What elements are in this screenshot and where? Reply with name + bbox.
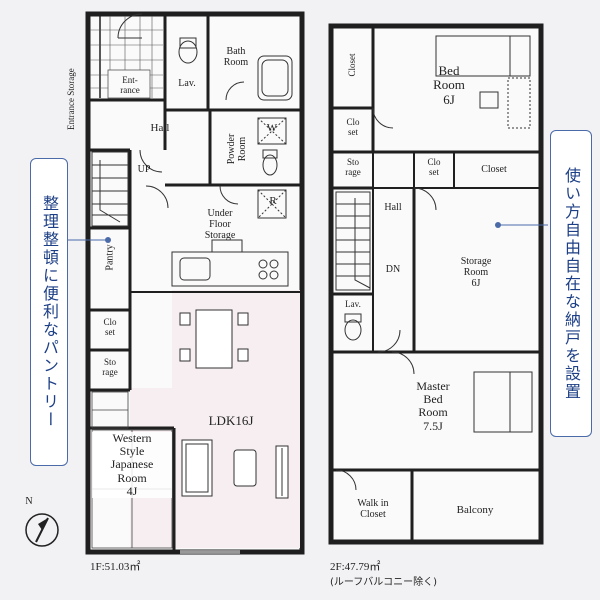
floor2-walls bbox=[328, 23, 544, 545]
refrigerator-mark: R bbox=[269, 195, 277, 207]
up-label: UP bbox=[137, 164, 151, 175]
closet-b-label: Clo set bbox=[427, 157, 441, 177]
pantry-callout: 整理整頓に便利なパントリー bbox=[30, 158, 68, 466]
closet-1f-label: Clo set bbox=[103, 317, 117, 337]
entrance-storage-label: Entrance Storage bbox=[66, 68, 76, 130]
floor2-area-note: (ルーフバルコニー除く) bbox=[330, 577, 438, 588]
pantry-label: Pantry bbox=[104, 244, 116, 271]
lav-label: Lav. bbox=[178, 78, 196, 89]
closet-top-label: Closet bbox=[347, 53, 358, 77]
bath-room-label: Bath Room bbox=[223, 46, 249, 68]
storage-2f-label: Sto rage bbox=[345, 157, 361, 177]
western-japanese-room-label: Western Style Japanese Room 4J bbox=[92, 431, 172, 498]
dn-label: DN bbox=[385, 264, 401, 275]
hall-1f-label: Hall bbox=[150, 122, 170, 134]
storage-callout: 使い方自由自在な納戸を設置 bbox=[550, 130, 592, 437]
floor1-stairs bbox=[91, 151, 129, 227]
powder-room-label: Powder Room bbox=[226, 133, 248, 165]
washer-mark: W bbox=[266, 122, 278, 134]
floor1-fixtures bbox=[117, 13, 293, 219]
closet-a-label: Clo set bbox=[346, 117, 360, 137]
hall-2f-label: Hall bbox=[384, 202, 402, 213]
lav-2f-label: Lav. bbox=[345, 299, 361, 309]
closet-c-label: Closet bbox=[481, 164, 507, 175]
floor1-area-label: 1F:51.03㎡ bbox=[90, 561, 141, 573]
entrance-label: Ent- rance bbox=[120, 75, 140, 95]
dining-set bbox=[179, 309, 249, 369]
living-furniture bbox=[181, 439, 289, 499]
ldk-label: LDK16J bbox=[208, 413, 254, 428]
master-bedroom-label: Master Bed Room 7.5J bbox=[416, 379, 450, 433]
under-floor-storage-label: Under Floor Storage bbox=[204, 208, 236, 241]
floor2-stairs bbox=[335, 191, 371, 291]
floor2-fixtures bbox=[335, 35, 533, 491]
compass-north-label: N bbox=[25, 496, 33, 507]
bedroom-label: Bed Room 6J bbox=[433, 63, 465, 107]
walk-in-closet-label: Walk in Closet bbox=[357, 498, 389, 520]
storage-1f-label: Sto rage bbox=[102, 357, 118, 377]
storage-room-label: Storage Room 6J bbox=[460, 256, 492, 289]
compass-icon bbox=[25, 513, 59, 547]
balcony-label: Balcony bbox=[456, 504, 494, 516]
kitchen-counter bbox=[171, 239, 289, 287]
floor2-area-label: 2F:47.79㎡ bbox=[330, 561, 381, 573]
